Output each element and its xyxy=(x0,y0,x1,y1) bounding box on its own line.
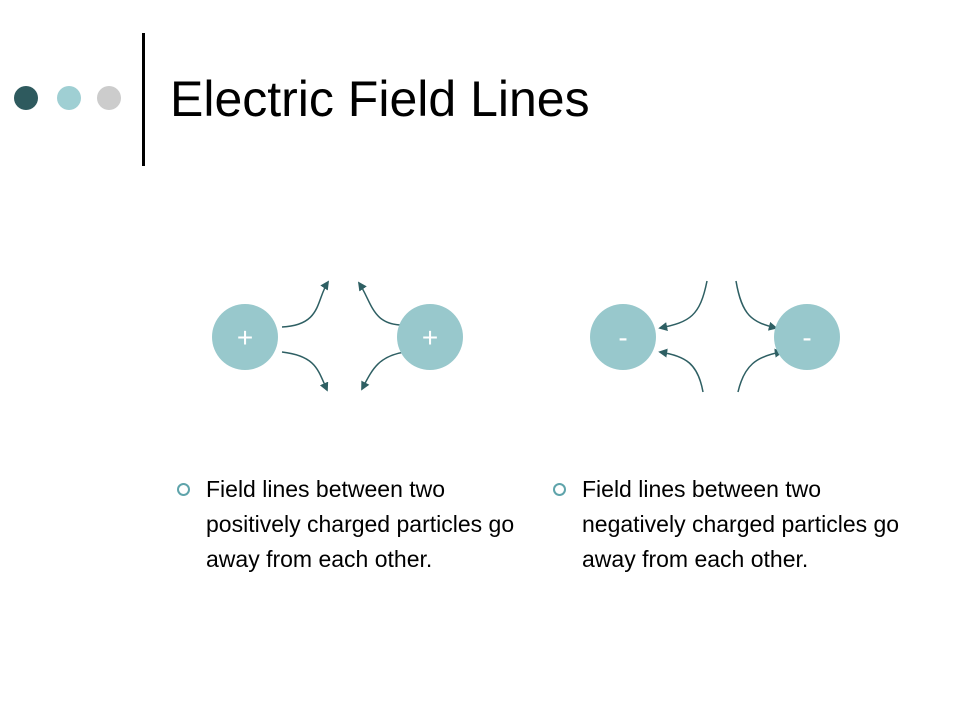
field-line xyxy=(357,281,406,326)
bullet-item-negative: Field lines between two negatively charg… xyxy=(553,472,912,577)
field-line xyxy=(658,348,704,393)
field-line xyxy=(281,351,329,392)
charge-label: + xyxy=(237,322,253,353)
positive-pair: + + xyxy=(212,280,463,392)
bullet-ring-icon xyxy=(553,483,566,496)
charge-label: + xyxy=(422,322,438,353)
decor-dot-light xyxy=(57,86,81,110)
negative-charge-left xyxy=(590,304,656,370)
title-divider xyxy=(142,33,145,166)
field-line xyxy=(737,348,784,393)
field-line xyxy=(735,280,778,331)
slide-title: Electric Field Lines xyxy=(170,71,590,127)
positive-charge-left xyxy=(212,304,278,370)
bullet-ring-icon xyxy=(177,483,190,496)
field-line xyxy=(361,351,406,391)
bullet-text: Field lines between two negatively charg… xyxy=(582,476,900,572)
bullet-text: Field lines between two positively charg… xyxy=(206,476,515,572)
field-line xyxy=(281,280,329,328)
negative-charge-right xyxy=(774,304,840,370)
bullet-item-positive: Field lines between two positively charg… xyxy=(177,472,536,577)
field-line xyxy=(658,280,708,331)
negative-pair: - - xyxy=(590,280,840,393)
positive-charge-right xyxy=(397,304,463,370)
decor-dot-gray xyxy=(97,86,121,110)
decor-dot-dark xyxy=(14,86,38,110)
charge-label: - xyxy=(618,322,627,353)
charge-label: - xyxy=(802,322,811,353)
